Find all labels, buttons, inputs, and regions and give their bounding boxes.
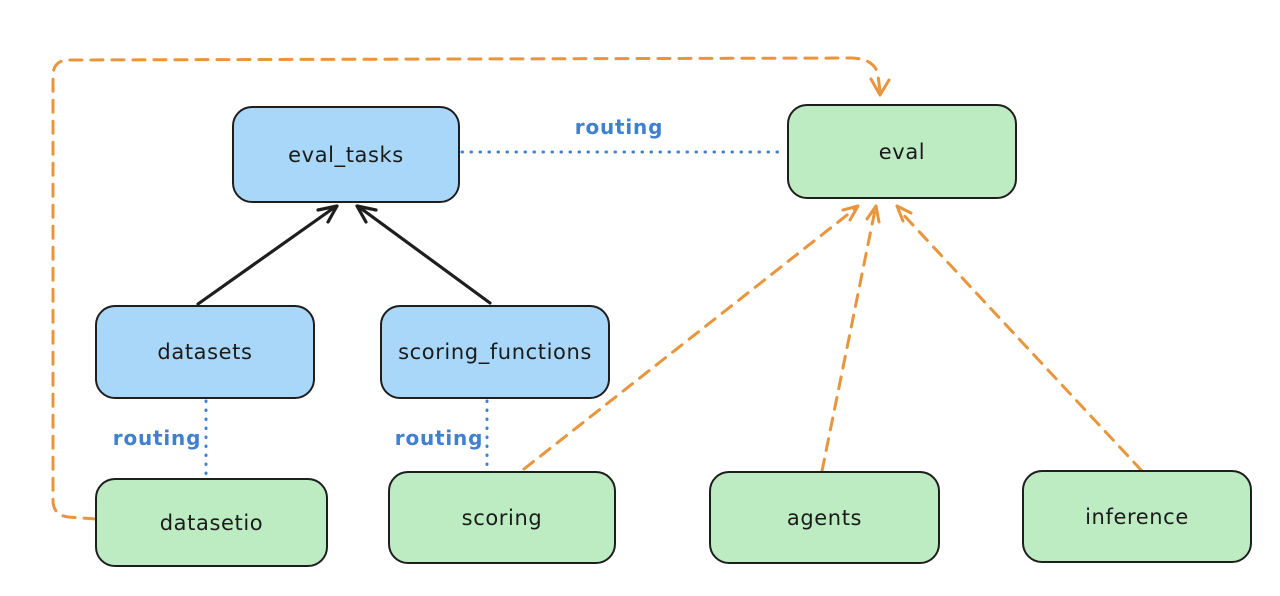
node-label: eval_tasks — [288, 142, 404, 167]
edge-datasets-eval-tasks — [196, 205, 337, 306]
node-label: datasets — [157, 340, 253, 364]
arrowhead-datasetio-eval — [869, 77, 891, 97]
arrowhead-datasets-eval-tasks — [316, 204, 339, 224]
arrowhead-inference-eval — [895, 204, 913, 223]
node-agents[interactable]: agents — [709, 471, 940, 564]
edge-scoring-functions-eval-tasks — [357, 205, 492, 305]
node-eval-tasks[interactable]: eval_tasks — [232, 106, 460, 203]
edge-label-routing-datasets: routing — [112, 426, 202, 450]
node-label: scoring_functions — [398, 340, 592, 364]
node-scoring[interactable]: scoring — [388, 471, 616, 564]
node-label: datasetio — [159, 510, 264, 535]
arrowhead-scoring-eval — [841, 204, 860, 222]
node-eval[interactable]: eval — [787, 104, 1017, 199]
edge-inference-eval — [897, 208, 1144, 473]
node-datasets[interactable]: datasets — [95, 305, 315, 399]
arrowhead-scoring-functions-eval-tasks — [355, 204, 378, 224]
node-label: scoring — [461, 505, 543, 530]
node-datasetio[interactable]: datasetio — [95, 478, 328, 567]
arrowhead-agents-eval — [865, 204, 881, 224]
node-scoring-functions[interactable]: scoring_functions — [380, 305, 610, 399]
edge-label-routing-top: routing — [574, 115, 664, 139]
edge-datasetio-eval — [51, 56, 882, 521]
edge-label-routing-scoring: routing — [394, 426, 484, 450]
edge-scoring-eval — [522, 206, 858, 471]
edge-agents-eval — [820, 208, 877, 473]
node-inference[interactable]: inference — [1022, 470, 1252, 563]
node-label: eval — [878, 139, 926, 164]
node-label: agents — [786, 505, 863, 530]
node-label: inference — [1085, 504, 1189, 529]
